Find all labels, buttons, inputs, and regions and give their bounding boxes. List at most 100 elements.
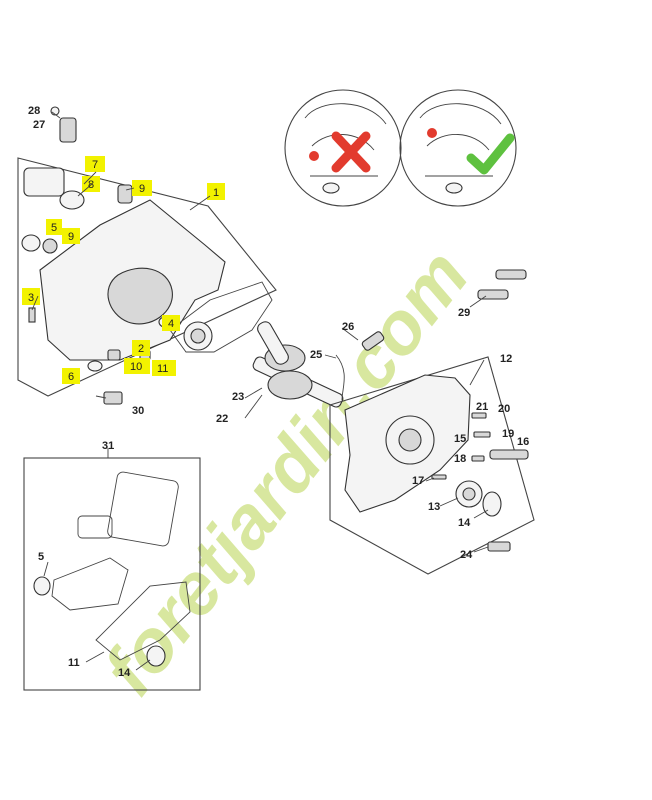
callout-2: 2 (138, 343, 144, 355)
leader-lines (31, 111, 489, 671)
callout-6: 6 (68, 371, 74, 383)
detail-sketch-right (419, 103, 502, 177)
callout-11a: 11 (157, 363, 168, 375)
hl-7 (85, 156, 105, 172)
callout-28: 28 (28, 105, 40, 117)
plug-6 (87, 360, 103, 372)
callout-9a: 9 (139, 183, 145, 195)
callout-29: 29 (458, 307, 470, 319)
callout-27: 27 (33, 119, 45, 131)
stud-16 (489, 449, 529, 460)
damper-2 (107, 349, 121, 361)
crank-web-2 (267, 370, 313, 400)
wrong-mark-icon (331, 131, 371, 173)
callout-14a: 14 (458, 517, 471, 529)
callout-3: 3 (28, 292, 34, 304)
callout-24: 24 (460, 549, 473, 561)
pin-17 (431, 474, 447, 480)
callout-31: 31 (102, 440, 114, 452)
detail-sketch-wrong (304, 103, 387, 177)
callout-5b: 5 (38, 551, 44, 563)
hl-11 (152, 360, 176, 376)
callout-23: 23 (232, 391, 244, 403)
housing-bore-right-inner (398, 428, 422, 452)
hl-10 (124, 358, 150, 374)
bracket-30 (103, 391, 123, 405)
bearing-13-inner (462, 487, 476, 501)
callout-15: 15 (454, 433, 466, 445)
callout-22: 22 (216, 413, 228, 425)
gasket-small (77, 515, 113, 539)
gasket-flange (51, 557, 129, 611)
callout-10: 10 (130, 361, 142, 373)
callout-1: 1 (213, 187, 219, 199)
hl-9a (132, 180, 152, 196)
pin-15 (473, 431, 491, 438)
hl-6 (62, 368, 80, 384)
gasket-crankcase (95, 581, 191, 661)
cylinder-flange (23, 167, 65, 197)
detail-circle-right (399, 89, 517, 207)
bearing-seat-inner (190, 328, 206, 344)
detail-part-right (445, 182, 463, 194)
callout-26: 26 (342, 321, 354, 333)
gasket-kit-frame (23, 457, 201, 691)
stud-29a (495, 269, 527, 280)
callout-5: 5 (51, 222, 57, 234)
detail-red-dot-right (427, 128, 437, 138)
hl-1 (207, 183, 225, 200)
pin-18 (471, 455, 485, 462)
callout-8: 8 (88, 179, 94, 191)
hl-5 (46, 219, 62, 235)
bolt-9a (117, 184, 133, 204)
detail-part-wrong (322, 182, 340, 194)
crankcase-right-assembly (329, 356, 535, 575)
seal-5 (21, 234, 41, 252)
callout-7: 7 (92, 159, 98, 171)
assembly-frame-right (329, 356, 535, 575)
comparison-wrong (284, 89, 402, 207)
stud-29b (477, 289, 509, 300)
comparison-right (399, 89, 517, 207)
fitting-26 (361, 331, 385, 351)
seal-5-kit (33, 576, 51, 596)
callout-4: 4 (168, 318, 174, 330)
hl-2 (132, 340, 150, 356)
callout-14b: 14 (118, 667, 131, 679)
hl-8 (82, 176, 100, 192)
callout-11b: 11 (68, 657, 80, 669)
detail-red-dot-wrong (309, 151, 319, 161)
tube-25 (335, 354, 345, 401)
callout-16: 16 (517, 436, 529, 448)
callout-12: 12 (500, 353, 512, 365)
callout-17: 17 (412, 475, 424, 487)
highlights (22, 156, 225, 384)
seal-14-kit (146, 645, 166, 667)
hl-4 (162, 315, 180, 331)
cylinder-bore (107, 267, 173, 325)
right-mark-icon (466, 133, 515, 175)
connecting-rod (257, 321, 289, 365)
bolt-24 (487, 541, 511, 552)
callout-30: 30 (132, 405, 144, 417)
crankshaft (252, 321, 344, 408)
pin-21 (471, 412, 487, 419)
gasket-square (107, 471, 179, 547)
callout-labels: 28 27 7 8 9 1 5 9 3 4 2 10 11 6 30 29 26… (28, 105, 529, 679)
callout-21: 21 (476, 401, 488, 413)
gasket-outline (169, 281, 273, 353)
callout-19: 19 (502, 428, 514, 440)
detail-circle-wrong (284, 89, 402, 207)
plug-9b (42, 238, 58, 254)
callout-25: 25 (310, 349, 322, 361)
callout-18: 18 (454, 453, 466, 465)
seal-14 (482, 491, 502, 517)
callout-9b: 9 (68, 231, 74, 243)
callout-13: 13 (428, 501, 440, 513)
clip-27 (59, 117, 77, 143)
pin-3 (28, 307, 36, 323)
callout-20: 20 (498, 403, 510, 415)
gasket-kit (23, 457, 201, 691)
hl-9b (62, 228, 80, 244)
